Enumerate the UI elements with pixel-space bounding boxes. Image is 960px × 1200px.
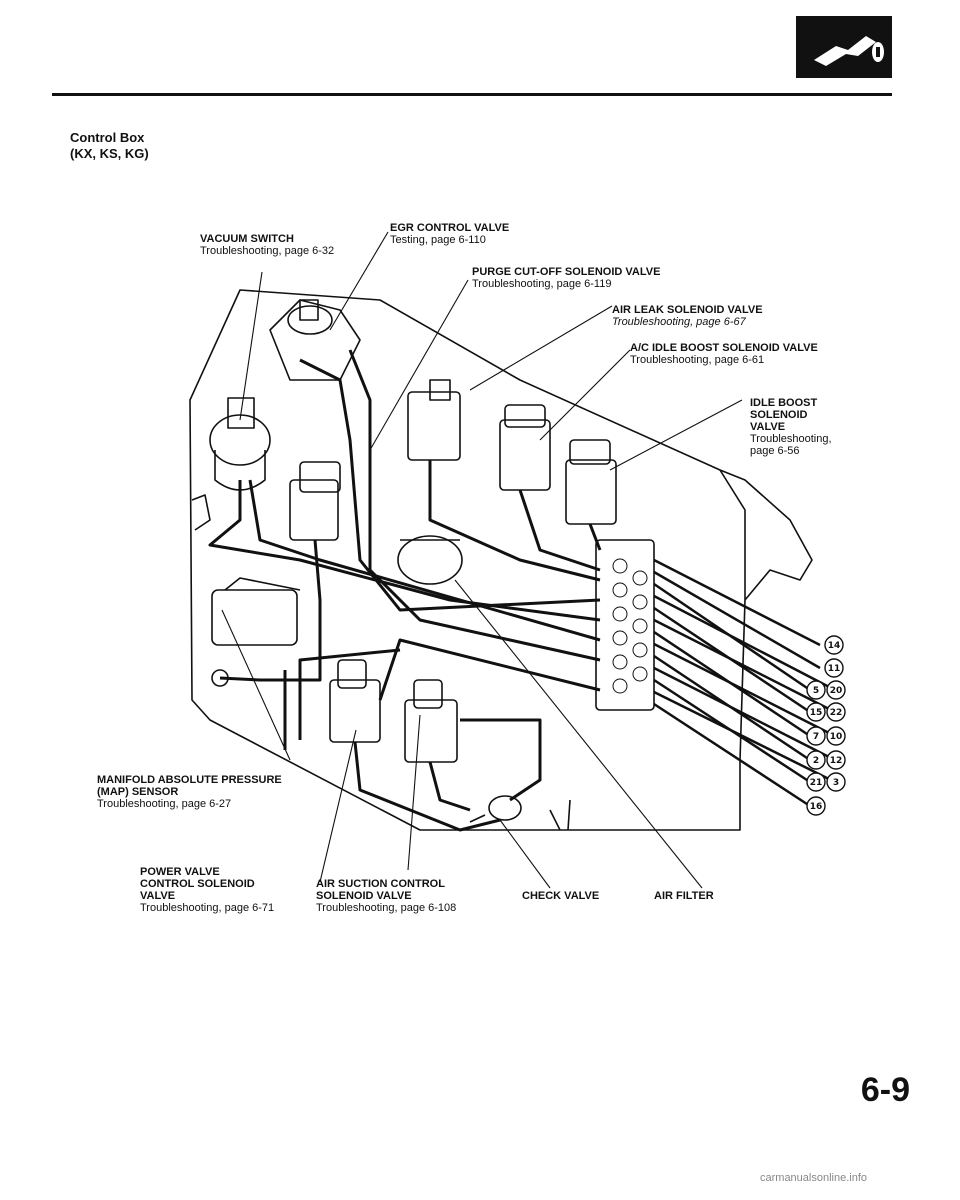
ac-idle-boost-solenoid-shape xyxy=(565,439,617,525)
label-map-sensor: MANIFOLD ABSOLUTE PRESSURE (MAP) SENSOR … xyxy=(97,774,282,810)
hose xyxy=(428,460,601,582)
footer-watermark: carmanualsonline.info xyxy=(760,1172,868,1184)
port-number: 12 xyxy=(830,756,843,766)
check-valve-shape xyxy=(469,795,522,823)
port-number: 22 xyxy=(830,708,843,718)
hose xyxy=(518,489,601,572)
hose xyxy=(348,349,601,662)
hose xyxy=(353,741,501,832)
hose xyxy=(378,638,601,701)
hose xyxy=(298,648,401,740)
label-egr-control-valve: EGR CONTROL VALVE Testing, page 6-110 xyxy=(390,222,510,246)
section-badge xyxy=(796,16,892,78)
label-ac-idle-boost: A/C IDLE BOOST SOLENOID VALVE Troublesho… xyxy=(630,342,818,366)
section-title: Control Box (KX, KS, KG) xyxy=(70,130,149,161)
hose xyxy=(428,761,471,812)
port-number: 7 xyxy=(813,732,819,742)
engine-emission-icon xyxy=(814,36,884,66)
port-number: 5 xyxy=(813,686,819,696)
control-box-outline xyxy=(189,289,746,831)
port-number: 16 xyxy=(810,802,823,812)
port-number: 11 xyxy=(828,664,841,674)
air-suction-solenoid-shape xyxy=(404,679,458,763)
header-rule xyxy=(52,93,892,96)
label-purge-cut-off: PURGE CUT-OFF SOLENOID VALVE Troubleshoo… xyxy=(472,266,661,290)
idle-boost-solenoid-shape xyxy=(289,461,341,541)
label-air-filter: AIR FILTER xyxy=(654,890,714,902)
page-number: 6-9 xyxy=(860,1071,910,1109)
purge-cut-off-solenoid-shape xyxy=(407,379,461,461)
port-number: 3 xyxy=(833,778,839,788)
port-number: 15 xyxy=(810,708,823,718)
port-number: 14 xyxy=(828,641,841,651)
port-number: 20 xyxy=(830,686,843,696)
hose xyxy=(460,718,542,802)
port-number: 10 xyxy=(830,732,843,742)
hose xyxy=(219,539,322,682)
label-vacuum-switch: VACUUM SWITCH Troubleshooting, page 6-32 xyxy=(200,233,335,257)
label-idle-boost-solenoid: IDLE BOOST SOLENOID VALVE Troubleshootin… xyxy=(750,397,832,457)
port-number: 21 xyxy=(810,778,823,788)
hose xyxy=(299,358,601,612)
air-leak-solenoid-shape xyxy=(499,404,551,491)
connector-block-shape xyxy=(595,539,655,711)
air-filter-shape xyxy=(397,535,463,585)
vacuum-switch-shape xyxy=(209,397,271,491)
hose xyxy=(588,523,602,551)
egr-control-valve-shape xyxy=(269,299,361,381)
port-number: 2 xyxy=(813,756,819,766)
power-valve-solenoid-shape xyxy=(329,659,381,743)
label-air-suction: AIR SUCTION CONTROL SOLENOID VALVE Troub… xyxy=(316,878,457,914)
label-power-valve: POWER VALVE CONTROL SOLENOID VALVE Troub… xyxy=(140,866,275,914)
map-sensor-shape xyxy=(211,577,301,687)
hose xyxy=(248,479,601,642)
label-air-leak-solenoid: AIR LEAK SOLENOID VALVE Troubleshooting,… xyxy=(612,304,763,328)
label-check-valve: CHECK VALVE xyxy=(522,890,600,902)
